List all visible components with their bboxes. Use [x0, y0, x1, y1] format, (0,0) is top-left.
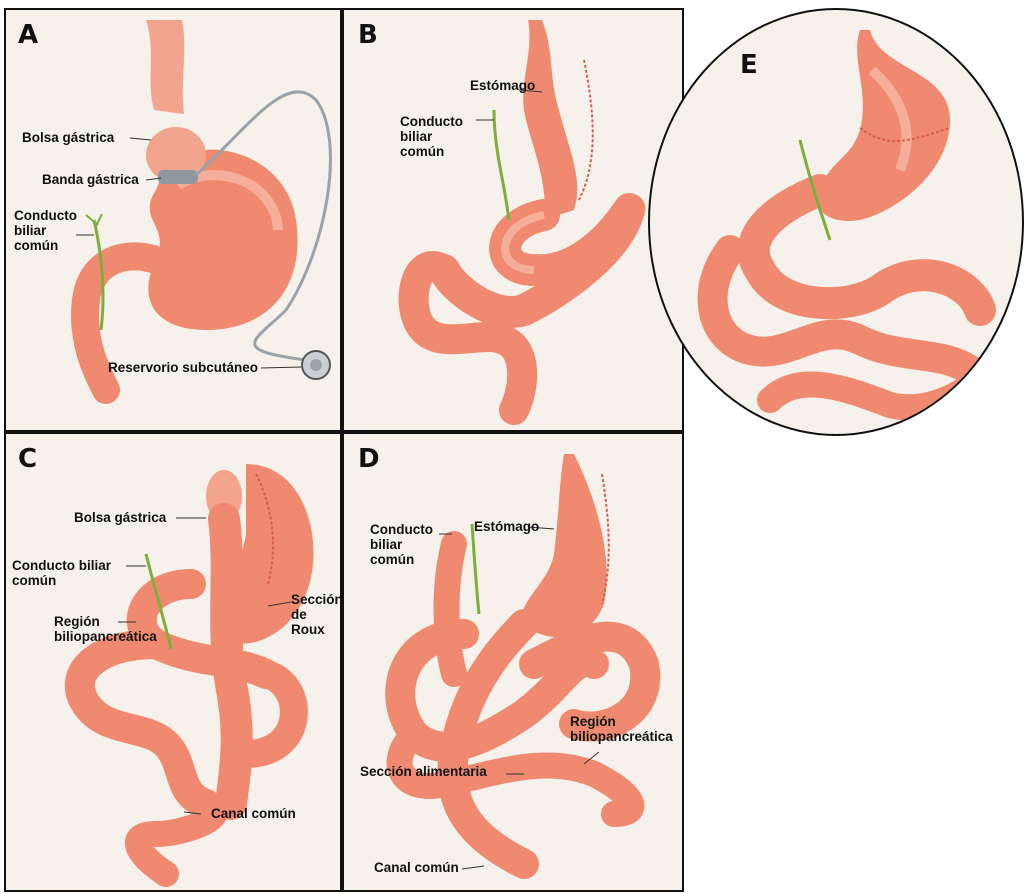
label-conducto-biliar: Conducto biliar común [400, 114, 466, 159]
label-banda-gastrica: Banda gástrica [42, 172, 139, 187]
roux-en-y-illustration [6, 434, 342, 892]
label-region: Región biliopancreática [570, 714, 678, 744]
label-conducto-biliar: Conducto biliar común [12, 558, 122, 588]
label-canal-comun: Canal común [374, 860, 459, 875]
label-conducto-biliar: Conducto biliar común [370, 522, 438, 567]
label-bolsa-gastrica: Bolsa gástrica [74, 510, 166, 525]
label-seccion-roux: Sección de Roux [291, 592, 342, 637]
label-estomago: Estómago [470, 78, 535, 93]
label-canal-comun: Canal común [211, 806, 296, 821]
label-conducto-biliar: Conducto biliar común [14, 208, 76, 253]
duodenal-switch-illustration [650, 10, 1024, 436]
label-reservorio: Reservorio subcutáneo [108, 360, 258, 375]
panel-d: D Conducto biliar común Estómago Región … [342, 432, 684, 892]
label-region: Región biliopancreática [54, 614, 152, 644]
sleeve-illustration [344, 10, 684, 432]
label-seccion-alimentaria: Sección alimentaria [360, 764, 487, 779]
panel-e-circle: E [648, 8, 1024, 436]
biliopancreatic-diversion-illustration [344, 434, 684, 892]
panel-c: C Bolsa gástrica Conducto biliar común R… [4, 432, 342, 892]
panel-a: A Bolsa gástrica Banda gástrica Conducto… [4, 8, 342, 432]
label-estomago: Estómago [474, 519, 539, 534]
label-bolsa-gastrica: Bolsa gástrica [22, 130, 114, 145]
panel-b: B Estómago Conducto biliar común [342, 8, 684, 432]
